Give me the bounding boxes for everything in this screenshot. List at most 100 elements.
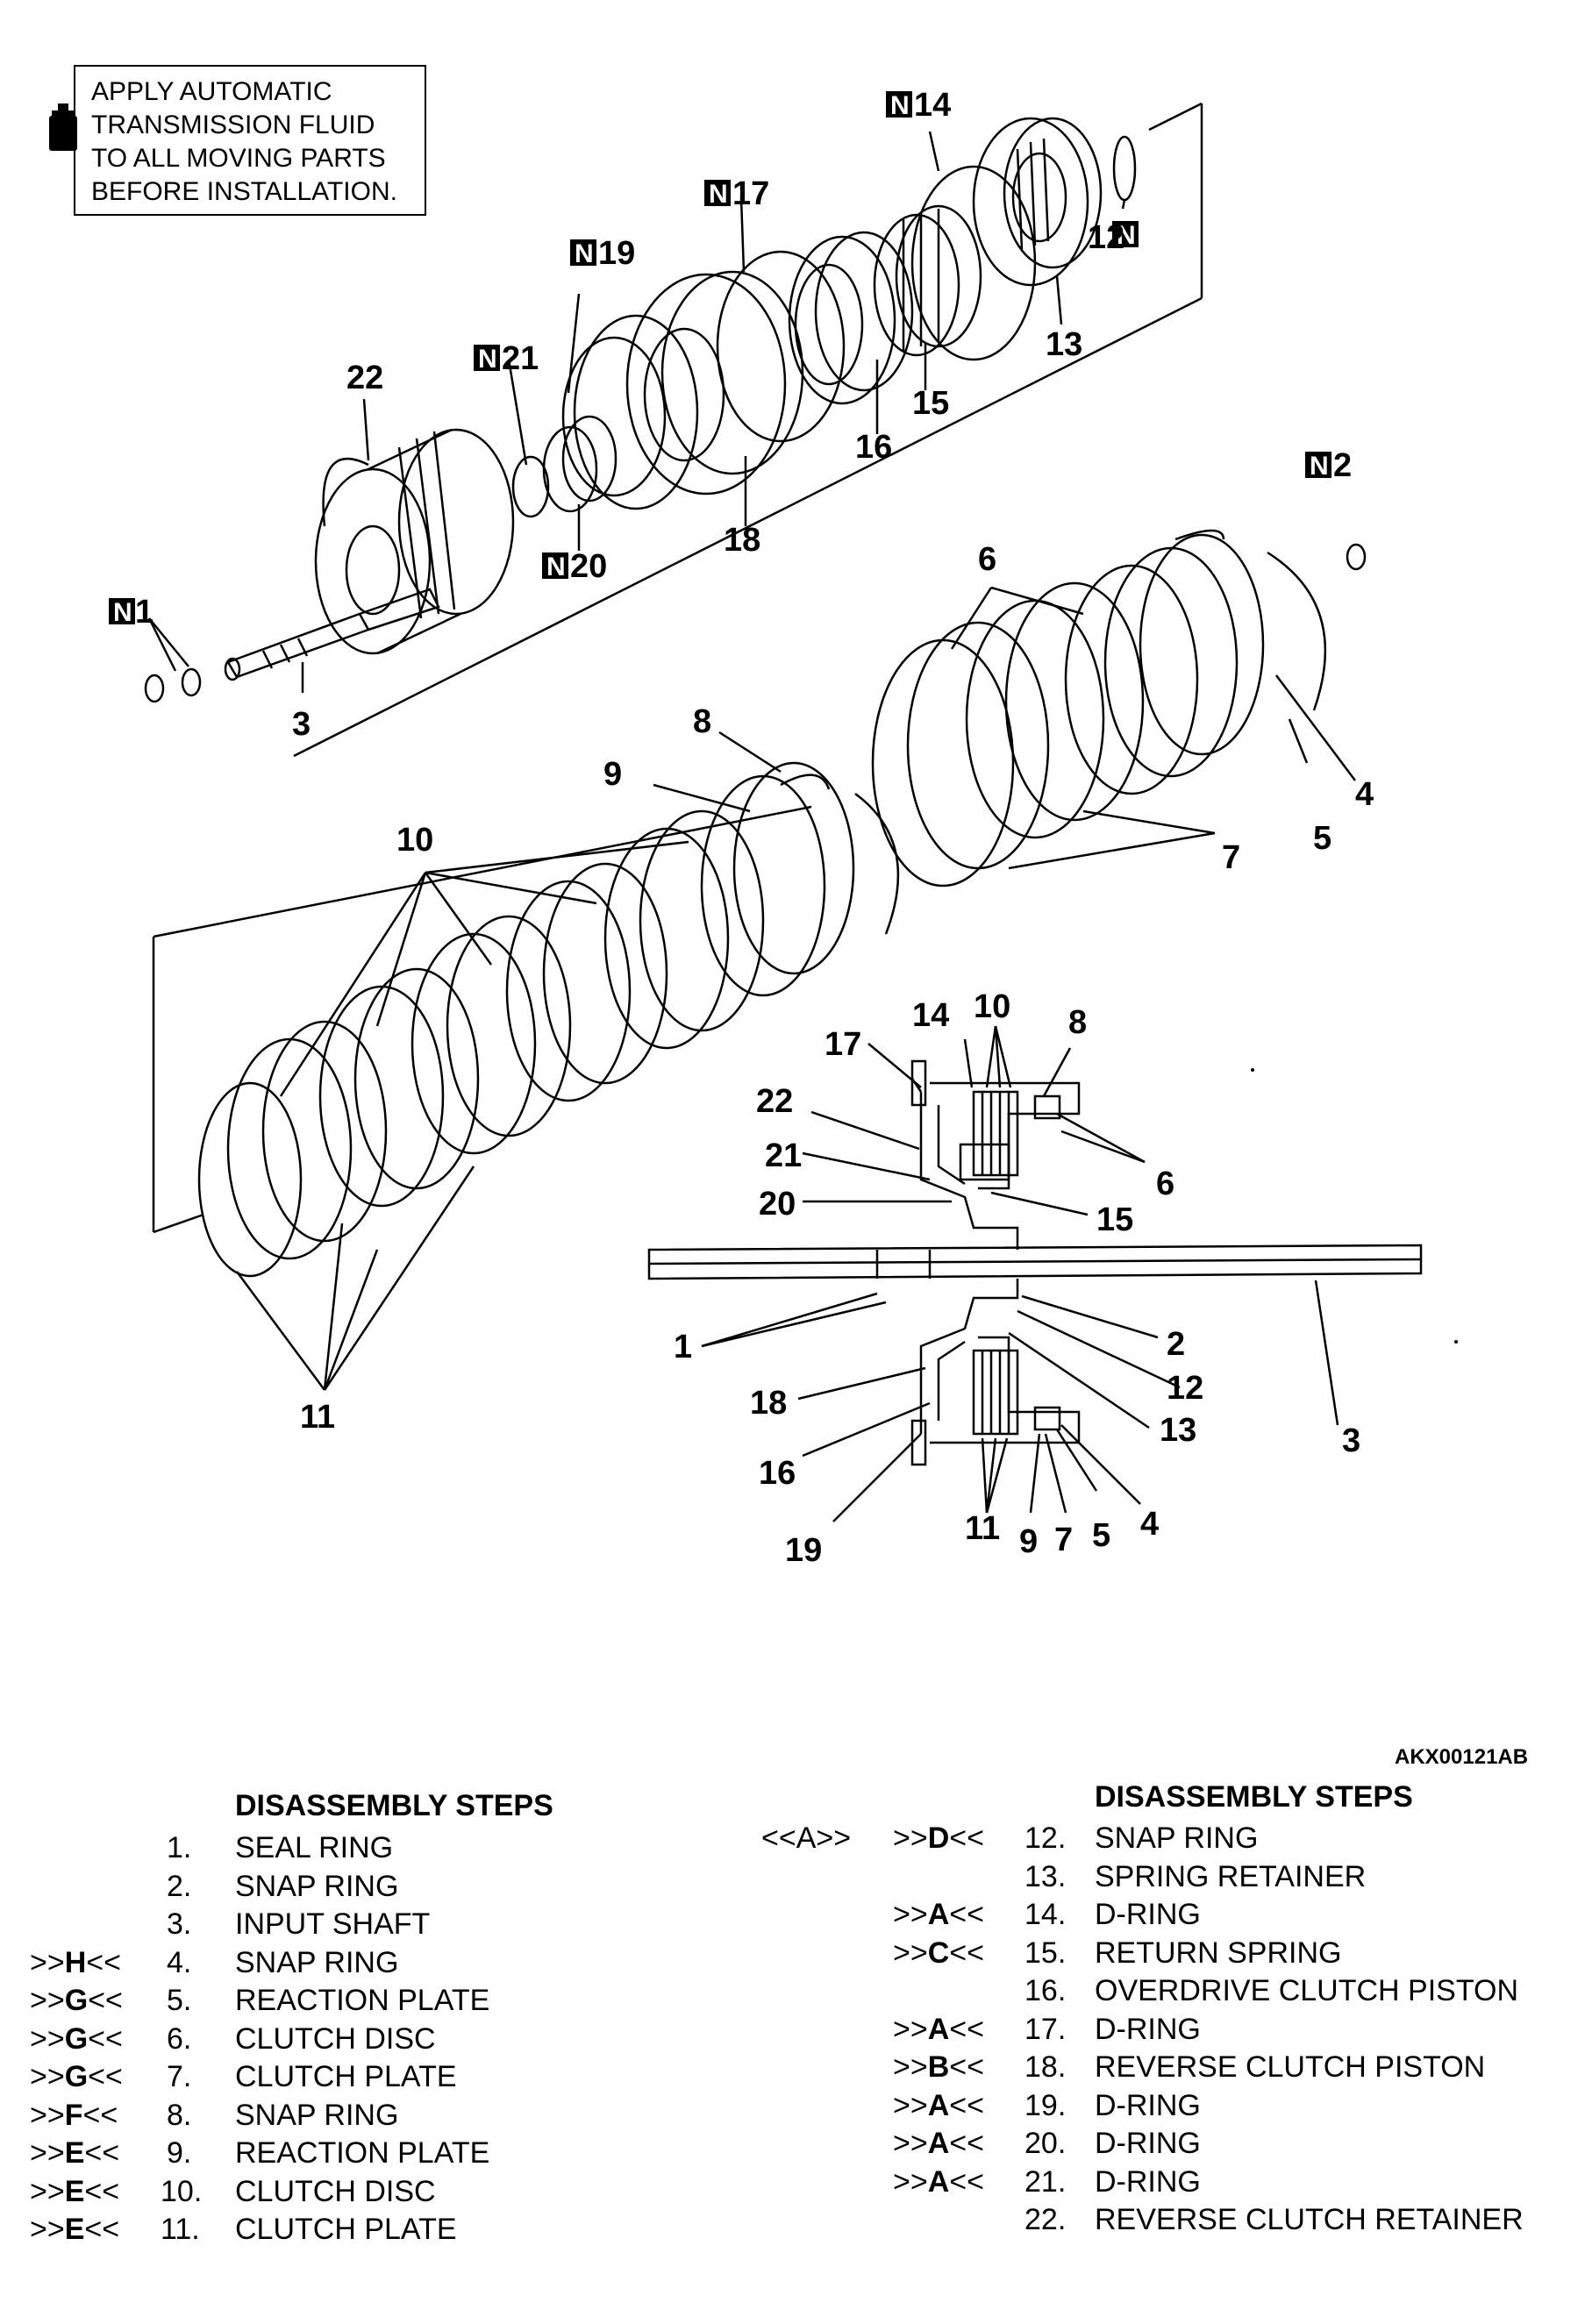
speck-dot	[1454, 1340, 1458, 1344]
callout-3: 3	[292, 706, 311, 743]
install-mark: >>E<<	[30, 2213, 120, 2246]
step-number: 15.	[1024, 1935, 1067, 1970]
step-row: >>E<<10.CLUTCH DISC	[0, 2175, 789, 2214]
section-callout-8: 8	[1068, 1004, 1087, 1041]
step-row: >>A<<20.D-RING	[754, 2127, 1592, 2165]
callout-13: 13	[1046, 326, 1082, 363]
new-part-marker-letter: N	[1117, 221, 1136, 250]
step-number: 18.	[1024, 2050, 1067, 2084]
step-number: 10.	[161, 2174, 203, 2208]
figure-code: AKX00121AB	[1395, 1745, 1529, 1769]
section-callout-20: 20	[759, 1186, 796, 1223]
step-number: 7.	[167, 2060, 192, 2093]
new-part-marker-letter: N	[546, 552, 566, 581]
step-row: >>E<< 11. CLUTCH PLATE	[0, 2213, 789, 2251]
install-mark: >>E<<	[30, 2136, 120, 2170]
step-number: 21.	[1024, 2164, 1067, 2199]
step-number: 12.	[1024, 1821, 1067, 1855]
section-callout-13: 13	[1160, 1412, 1196, 1449]
snap-ring-2	[1346, 543, 1367, 571]
steps-title: DISASSEMBLY STEPS	[235, 1789, 553, 1822]
new-part-marker-letter: N	[1310, 452, 1329, 481]
new-part-marker-box	[886, 91, 912, 118]
section-callout-7: 7	[1054, 1522, 1073, 1558]
step-number: 6.	[167, 2021, 192, 2056]
step-name: SPRING RETAINER	[1095, 1859, 1367, 1893]
note-line: TRANSMISSION FLUID	[91, 110, 375, 139]
return-spring	[873, 204, 982, 357]
step-row: >>A<<19.D-RING	[754, 2089, 1592, 2128]
step-name: REACTION PLATE	[235, 2136, 490, 2170]
install-mark: >>A<<	[893, 2164, 984, 2199]
install-mark: >>A<<	[893, 2088, 984, 2122]
steps-title: DISASSEMBLY STEPS	[1095, 1780, 1413, 1814]
step-name: CLUTCH DISC	[235, 2021, 436, 2056]
step-name: D-RING	[1095, 2127, 1201, 2160]
callout-labels-exploded: 1 2 3 4 5 6 7 8 9 10 11 12 13 14 15 16 1…	[135, 87, 1374, 1436]
step-row: 1. SEAL RING	[0, 1831, 789, 1870]
new-part-marker-box	[704, 180, 731, 206]
callout-1: 1	[135, 594, 153, 631]
input-shaft	[144, 588, 440, 703]
oil-can-icon	[49, 103, 77, 151]
callout-17: 17	[732, 175, 769, 212]
section-callout-17: 17	[825, 1026, 861, 1063]
callout-21: 21	[502, 340, 539, 377]
lower-border-line-top	[153, 805, 812, 938]
new-part-marker-letter: N	[478, 345, 497, 374]
step-row: <<A>>>>D<<12.SNAP RING	[754, 1821, 1592, 1860]
reverse-clutch-piston	[561, 270, 804, 510]
spring-retainer	[972, 117, 1103, 287]
callout-18: 18	[724, 522, 760, 559]
leader-lines-packs	[235, 586, 1356, 1391]
step-row: >>G<<7.CLUTCH PLATE	[0, 2060, 789, 2099]
section-callout-12: 12	[1167, 1370, 1203, 1407]
reverse-clutch-retainer	[314, 415, 618, 655]
section-callout-21: 21	[765, 1137, 802, 1174]
step-row: >>E<<9.REACTION PLATE	[0, 2136, 789, 2175]
step-row: 3.INPUT SHAFT	[0, 1907, 789, 1946]
step-name: D-RING	[1095, 2012, 1201, 2046]
disassembly-steps-right: DISASSEMBLY STEPS <<A>>>>D<<12.SNAP RING…	[754, 1780, 1592, 2306]
install-mark: >>G<<	[30, 2021, 123, 2056]
step-number: 3.	[167, 1907, 192, 1941]
callout-7: 7	[1222, 839, 1240, 876]
new-part-marker-box	[109, 598, 135, 624]
removal-mark: <<A>>	[761, 1821, 852, 1855]
callout-labels-section: 1 2 3 4 5 6 7 8 9 10 11 12 13 14 15 16 1…	[674, 988, 1360, 1569]
step-row: >>A<<14.D-RING	[754, 1898, 1592, 1936]
step-number: 11.	[161, 2213, 200, 2246]
install-mark: >>C<<	[893, 1935, 984, 1970]
section-callout-16: 16	[759, 1455, 796, 1492]
step-name: SNAP RING	[235, 1869, 399, 1903]
step-number: 13.	[1024, 1859, 1067, 1893]
new-part-markers: N N N N N N N N	[109, 91, 1331, 627]
new-part-marker-box	[570, 239, 596, 266]
leader-lines-upper	[147, 131, 1126, 693]
fluid-note: APPLY AUTOMATIC TRANSMISSION FLUID TO AL…	[74, 65, 426, 216]
note-line: APPLY AUTOMATIC	[91, 77, 332, 106]
section-callout-9: 9	[1019, 1523, 1038, 1560]
section-callout-5: 5	[1092, 1517, 1110, 1554]
install-mark: >>D<<	[893, 1821, 984, 1855]
step-row: >>C<<15.RETURN SPRING	[754, 1936, 1592, 1975]
step-number: 1.	[167, 1831, 192, 1864]
step-name: SNAP RING	[235, 2098, 399, 2132]
section-callout-19: 19	[785, 1532, 822, 1569]
install-mark: >>A<<	[893, 2127, 984, 2160]
note-line: BEFORE INSTALLATION.	[91, 177, 397, 206]
new-part-marker-box	[1112, 221, 1139, 247]
step-name: OVERDRIVE CLUTCH PISTON	[1095, 1974, 1519, 2007]
new-part-marker-letter: N	[113, 598, 132, 627]
step-name: SEAL RING	[235, 1831, 394, 1864]
callout-6: 6	[978, 541, 996, 578]
step-row: 16.OVERDRIVE CLUTCH PISTON	[754, 1974, 1592, 2013]
install-mark: >>G<<	[30, 2060, 123, 2093]
step-row: >>F<<8.SNAP RING	[0, 2099, 789, 2137]
callout-4: 4	[1355, 776, 1374, 813]
section-callout-4: 4	[1140, 1506, 1159, 1543]
step-name: CLUTCH PLATE	[235, 2213, 457, 2246]
new-part-marker-box	[542, 552, 568, 579]
